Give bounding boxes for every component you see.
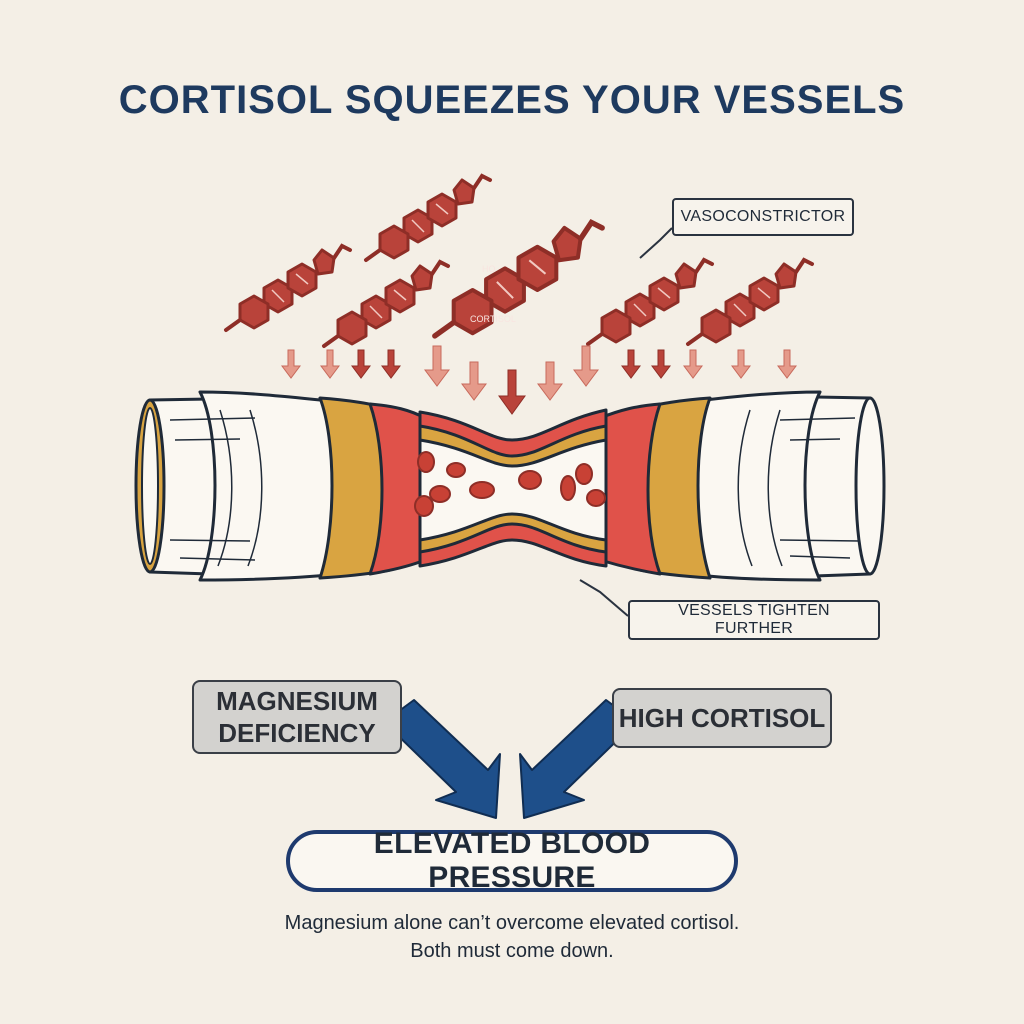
cortisol-molecule-large xyxy=(435,223,602,336)
cause-arrows xyxy=(383,699,637,819)
caption-line-1: Magnesium alone can’t overcome elevated … xyxy=(284,912,740,934)
magnesium-deficiency-line2: DEFICIENCY xyxy=(218,718,376,748)
high-cortisol-box: HIGH CORTISOL xyxy=(612,688,832,748)
molecule-group-label: HO xyxy=(482,264,496,274)
vasoconstrictor-callout: VASOCONSTRICTOR xyxy=(672,198,854,236)
pressure-arrows xyxy=(281,345,797,415)
blood-vessel xyxy=(134,390,886,582)
cortisol-molecule xyxy=(364,174,492,262)
molecule-label: CORTISOL xyxy=(470,314,516,324)
caption-line-2: Both must come down. xyxy=(410,940,614,962)
callout-leader xyxy=(639,227,673,259)
cortisol-molecule xyxy=(586,258,714,346)
magnesium-deficiency-line1: MAGNESIUM xyxy=(216,686,378,716)
cortisol-molecule xyxy=(686,258,814,346)
vessels-tighten-callout: VESSELS TIGHTEN FURTHER xyxy=(628,600,880,640)
elevated-blood-pressure-box: ELEVATED BLOOD PRESSURE xyxy=(286,827,738,894)
magnesium-deficiency-box: MAGNESIUM DEFICIENCY xyxy=(192,680,402,754)
page-title: CORTISOL SQUEEZES YOUR VESSELS xyxy=(118,78,906,122)
callout-leader xyxy=(579,579,629,617)
cortisol-molecule xyxy=(322,260,450,348)
cortisol-molecule xyxy=(224,244,352,332)
